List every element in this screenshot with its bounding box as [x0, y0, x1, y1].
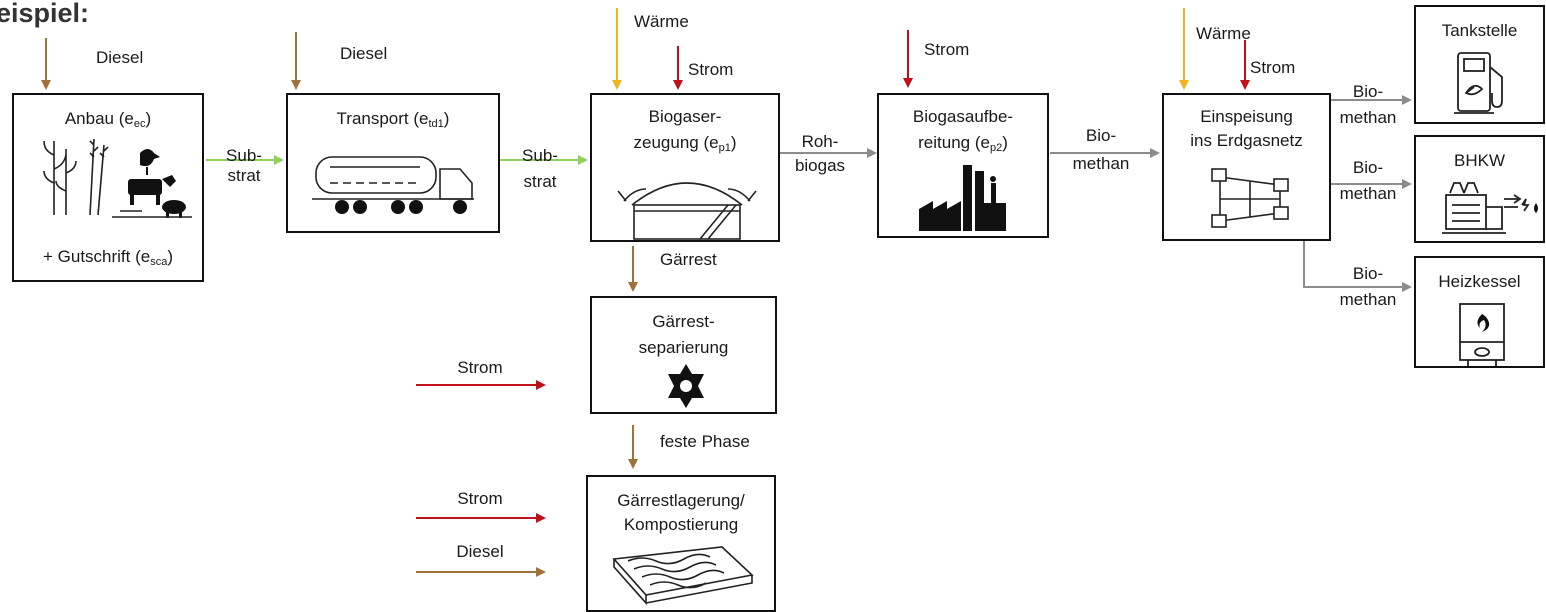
box-heizkessel-title: Heizkessel: [1438, 272, 1521, 291]
fuel-pump-icon: [1454, 52, 1503, 114]
label-biomethan-1-b: methan: [1072, 154, 1130, 173]
box-biogaserzeugung-title-1: Biogaser-: [648, 107, 722, 126]
arrow-biomethan-heiz: [1303, 240, 1412, 292]
box-separierung-title-2: separierung: [638, 338, 729, 357]
box-anbau-credit: + Gutschrift (esca): [42, 247, 174, 268]
box-bhkw-title: BHKW: [1454, 151, 1505, 170]
box-heizkessel: Heizkessel: [1414, 256, 1545, 368]
box-einspeisung-title-2: ins Erdgasnetz: [1190, 131, 1303, 150]
label-diesel-transport: Diesel: [340, 44, 388, 63]
label-biomethan-heiz-b: methan: [1339, 290, 1397, 309]
label-substrat-1-a: Sub-: [226, 146, 262, 165]
box-transport: Transport (etd1): [286, 93, 500, 233]
tanker-truck-icon: [312, 156, 474, 214]
box-bhkw: BHKW: [1414, 135, 1545, 243]
label-strom-separierung: Strom: [457, 358, 503, 377]
box-transport-title: Transport (etd1): [336, 109, 450, 130]
box-biogaserzeugung-title-2: zeugung (ep1): [633, 133, 737, 154]
label-biomethan-tank-b: methan: [1339, 108, 1397, 127]
biogas-digester-icon: [617, 182, 757, 240]
page-heading: eispiel:: [0, 0, 90, 28]
label-rohbiogas-b: biogas: [794, 156, 846, 175]
box-aufbereitung: Biogasaufbe- reitung (ep2): [877, 93, 1049, 238]
box-lagerung-title-2: Kompostierung: [623, 515, 739, 534]
boiler-icon: [1459, 303, 1505, 366]
label-strom-biogas: Strom: [688, 60, 734, 79]
label-substrat-1-b: strat: [227, 166, 261, 185]
label-rohbiogas-a: Roh-: [801, 132, 839, 151]
label-gaerrest: Gärrest: [660, 250, 717, 269]
box-anbau-title: Anbau (eec): [64, 109, 152, 130]
label-waerme-biogas: Wärme: [634, 12, 689, 31]
gas-grid-icon: [1211, 168, 1289, 228]
separator-icon: [668, 364, 704, 408]
box-einspeisung: Einspeisung ins Erdgasnetz: [1162, 93, 1331, 241]
box-einspeisung-title-1: Einspeisung: [1200, 107, 1293, 126]
box-tankstelle-title: Tankstelle: [1441, 21, 1518, 40]
label-substrat-2-b: strat: [523, 172, 557, 191]
box-tankstelle: Tankstelle: [1414, 5, 1545, 124]
box-aufbereitung-title-1: Biogasaufbe-: [912, 107, 1014, 126]
crops-livestock-icon: [43, 138, 192, 218]
label-biomethan-bhkw-a: Bio-: [1352, 158, 1384, 177]
label-biomethan-1-a: Bio-: [1085, 126, 1117, 145]
label-diesel-lagerung: Diesel: [456, 542, 504, 561]
box-biogaserzeugung: Biogaser- zeugung (ep1): [590, 93, 780, 242]
box-lagerung: Gärrestlagerung/ Kompostierung: [586, 475, 776, 612]
label-waerme-einspeisung: Wärme: [1196, 24, 1251, 43]
label-diesel-anbau: Diesel: [96, 48, 144, 67]
label-feste-phase: feste Phase: [660, 432, 750, 451]
label-substrat-2-a: Sub-: [522, 146, 558, 165]
label-strom-einspeisung: Strom: [1250, 58, 1296, 77]
box-lagerung-title-1: Gärrestlagerung/: [617, 491, 745, 510]
label-strom-lagerung: Strom: [457, 489, 503, 508]
chp-plant-icon: [1442, 182, 1538, 234]
box-separierung: Gärrest- separierung: [590, 296, 777, 414]
label-biomethan-heiz-a: Bio-: [1352, 264, 1384, 283]
box-aufbereitung-title-2: reitung (ep2): [918, 133, 1008, 154]
label-biomethan-bhkw-b: methan: [1339, 184, 1397, 203]
box-separierung-title-1: Gärrest-: [652, 312, 715, 331]
box-anbau: Anbau (eec) + Gutschrift (esca): [12, 93, 204, 282]
label-strom-aufbereitung: Strom: [924, 40, 970, 59]
compost-bed-icon: [612, 546, 754, 606]
label-biomethan-tank-a: Bio-: [1352, 82, 1384, 101]
factory-icon: [919, 165, 1006, 231]
